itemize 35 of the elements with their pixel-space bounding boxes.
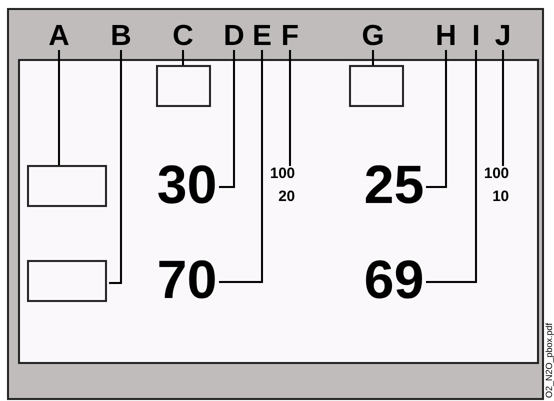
leader-line [502, 50, 504, 166]
monitor-panel [7, 8, 544, 400]
leader-line [372, 50, 374, 65]
reading-value: 69 [364, 253, 424, 307]
empty-box [156, 65, 211, 107]
leader-line [289, 50, 291, 166]
scale-limit: 10 [492, 189, 510, 204]
leader-line [219, 50, 263, 283]
scale-limit: 20 [278, 189, 296, 204]
leader-line [58, 50, 60, 165]
leader-line [426, 50, 447, 188]
callout-letter: I [472, 22, 480, 51]
callout-letter: E [252, 22, 272, 51]
leader-line [426, 50, 477, 283]
callout-letter: C [172, 22, 194, 51]
callout-letter: F [281, 22, 299, 51]
callout-letter: D [224, 22, 244, 51]
leader-line [109, 50, 122, 284]
leader-line [182, 50, 184, 65]
leader-line [219, 50, 235, 188]
display-screen [18, 59, 539, 364]
reading-value: 70 [157, 253, 218, 307]
callout-letter: B [110, 22, 132, 51]
empty-box [27, 260, 107, 302]
scale-limit: 100 [484, 166, 510, 181]
empty-box [27, 165, 107, 207]
callout-letter: A [48, 22, 70, 51]
scale-limit: 100 [270, 166, 296, 181]
reading-value: 30 [157, 158, 218, 212]
reading-value: 25 [364, 158, 424, 212]
empty-box [349, 65, 404, 107]
callout-letter: J [494, 22, 512, 51]
file-name: O2_N2O_pbox.pdf [544, 322, 554, 398]
callout-letter: G [362, 22, 384, 51]
callout-letter: H [436, 22, 456, 51]
